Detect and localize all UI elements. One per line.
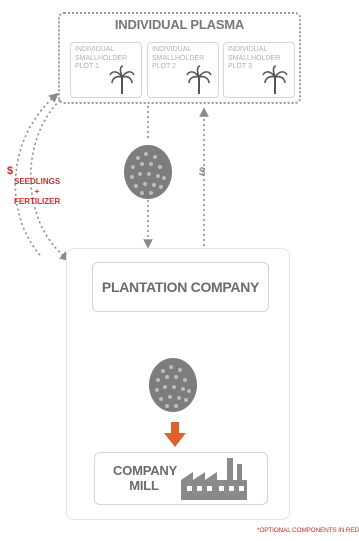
palm-tree-icon: [262, 65, 288, 94]
payment-label-right: $: [199, 166, 206, 178]
plantation-company-box: PLANTATION COMPANY: [92, 262, 269, 312]
plot-label: INDIVIDUAL SMALLHOLDER PLOT 3: [228, 46, 281, 70]
fruit-bunch-icon: [149, 358, 197, 412]
seedlings-fertilizer-label: SEEDLINGS + FERTILIZER: [14, 177, 61, 206]
plot-label: INDIVIDUAL SMALLHOLDER PLOT 2: [152, 46, 205, 70]
plantation-company-label: PLANTATION COMPANY: [101, 279, 260, 295]
company-mill-label: COMPANY MILL: [113, 463, 178, 493]
fruit-bunch-icon: [124, 145, 172, 199]
smallholder-plot-1: INDIVIDUAL SMALLHOLDER PLOT 1: [70, 42, 142, 98]
payment-label-left: $: [7, 165, 14, 177]
down-arrow-icon: [164, 422, 186, 447]
palm-tree-icon: [186, 65, 212, 94]
smallholder-plot-3: INDIVIDUAL SMALLHOLDER PLOT 3: [223, 42, 295, 98]
factory-icon: [181, 458, 247, 500]
individual-plasma-group: INDIVIDUAL PLASMA INDIVIDUAL SMALLHOLDER…: [58, 12, 301, 104]
seedlings-flow-arrow: [29, 99, 70, 262]
company-mill-box: COMPANY MILL: [94, 452, 268, 505]
footnote: *OPTIONAL COMPONENTS IN RED: [257, 527, 359, 534]
palm-tree-icon: [109, 65, 135, 94]
money-flow-arrow-left: [14, 92, 59, 256]
plot-label: INDIVIDUAL SMALLHOLDER PLOT 1: [75, 46, 128, 70]
smallholder-plot-2: INDIVIDUAL SMALLHOLDER PLOT 2: [147, 42, 219, 98]
plasma-title: INDIVIDUAL PLASMA: [114, 17, 245, 32]
